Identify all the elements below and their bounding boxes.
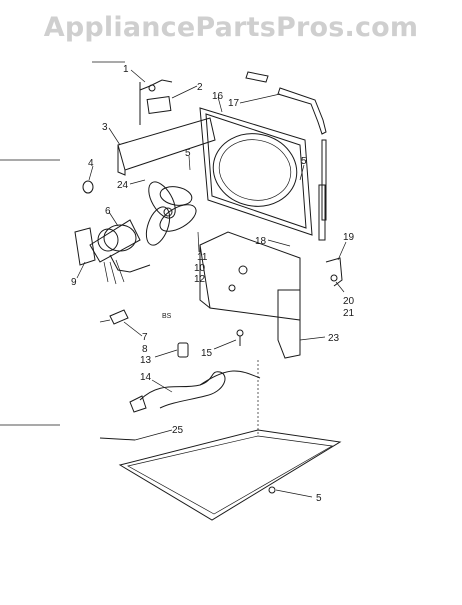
callout-15: 15	[201, 348, 213, 359]
strain-relief	[177, 342, 189, 358]
callout-23: 23	[328, 333, 340, 344]
callout-10: 10	[194, 263, 206, 274]
callout-9: 9	[71, 277, 77, 288]
callout-1: 1	[123, 64, 129, 75]
callout-7: 7	[142, 332, 148, 343]
fan-motor	[74, 219, 151, 285]
callout-19: 19	[343, 232, 355, 243]
watermark: AppliancePartsPros.com	[43, 12, 419, 43]
callout-21: 21	[343, 308, 355, 319]
capacitor-screw	[99, 319, 111, 323]
screw	[236, 329, 244, 337]
callout-17: 17	[228, 98, 240, 109]
callout-2: 2	[197, 82, 203, 93]
fan-shroud-panel	[199, 107, 313, 236]
capacitor	[109, 309, 129, 325]
callout-24: 24	[117, 180, 129, 191]
callout-3: 3	[102, 122, 108, 133]
callout-11: 11	[197, 252, 208, 263]
base-pan	[99, 360, 342, 521]
callout-12: 12	[194, 274, 206, 285]
callout-5: 5	[185, 148, 191, 159]
callout-20: 20	[343, 296, 355, 307]
partition-panel	[199, 231, 301, 359]
callout-13: 13	[140, 355, 152, 366]
callout-25: 25	[172, 425, 184, 436]
callout-4: 4	[88, 158, 94, 169]
mounting-clip	[325, 257, 343, 287]
callout-5-bottom: 5	[316, 493, 322, 504]
fan-blade	[145, 181, 197, 246]
control-knob	[82, 180, 94, 194]
callout-18: 18	[255, 236, 267, 247]
leader-lines	[76, 69, 347, 498]
control-bracket	[117, 79, 216, 176]
callout-14: 14	[140, 372, 152, 383]
power-cord	[129, 370, 261, 413]
callout-8: 8	[142, 344, 148, 355]
callout-16: 16	[212, 91, 224, 102]
callout-6: 6	[105, 206, 111, 217]
support-rail	[245, 71, 327, 241]
clip-screw	[330, 274, 338, 282]
callout-5-right: 5	[301, 156, 307, 167]
stamp-mark: BS	[162, 313, 172, 320]
